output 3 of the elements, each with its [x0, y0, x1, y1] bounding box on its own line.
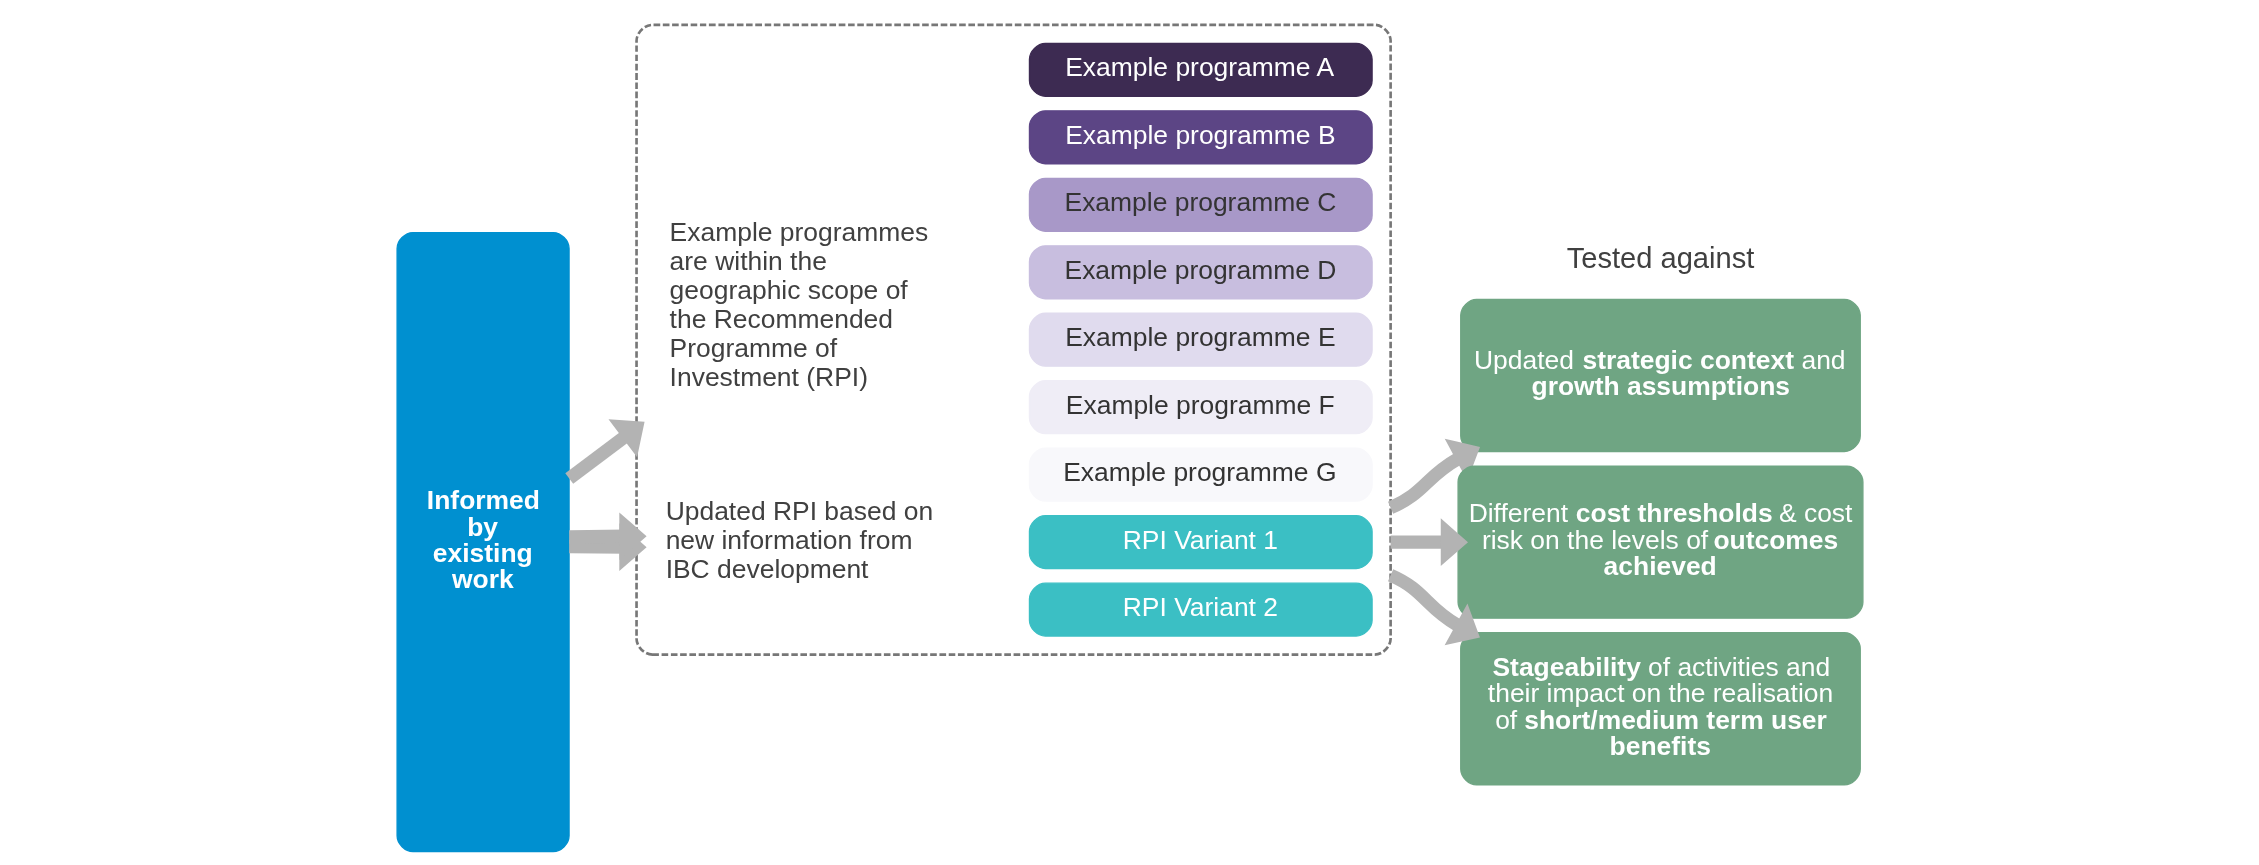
node-text: Updated RPI based on new information from IBC development	[665, 495, 933, 584]
node-text: Example programmes are within the geographic scope of the Recommended Programme of Investment (RPI)	[669, 216, 928, 392]
label: Tested against	[1566, 241, 1754, 274]
